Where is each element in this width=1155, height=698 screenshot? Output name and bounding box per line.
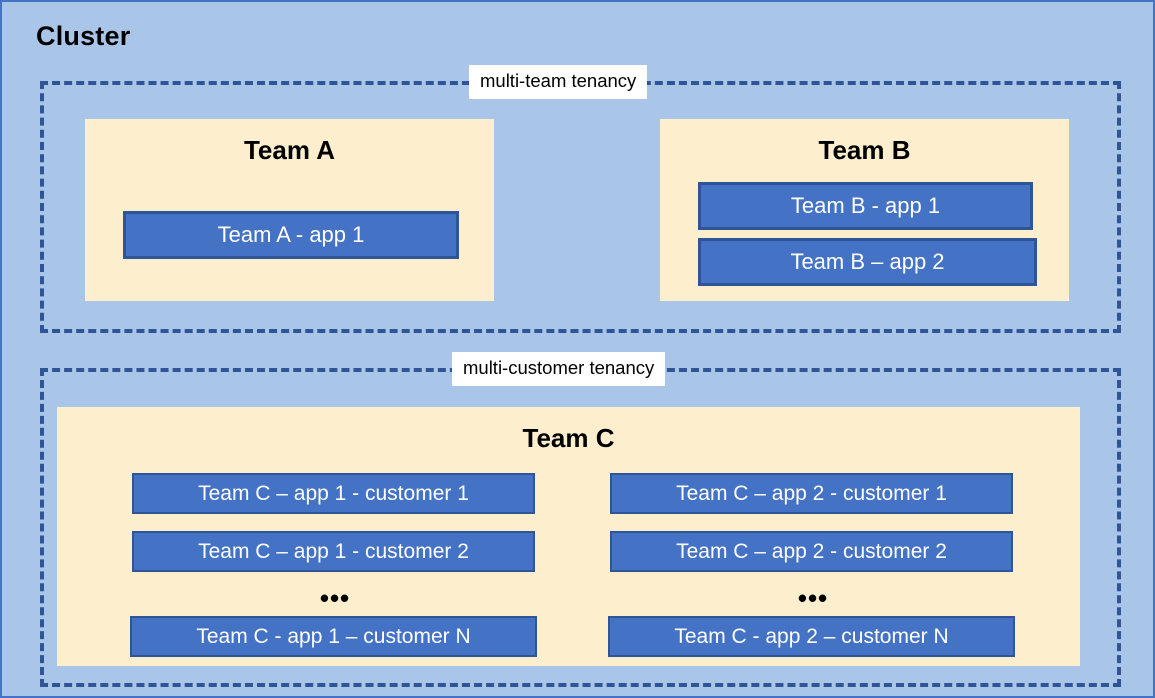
app-box-team-c-app-1-customer-n[interactable]: Team C - app 1 – customer N: [130, 616, 537, 657]
team-b-heading: Team B: [818, 135, 911, 165]
app-box-team-c-app-2-customer-n[interactable]: Team C - app 2 – customer N: [608, 616, 1015, 657]
app-box-team-c-app-1-customer-2[interactable]: Team C – app 1 - customer 2: [132, 531, 535, 572]
app-box-team-b-app-1[interactable]: Team B - app 1: [698, 182, 1033, 230]
app-box-team-b-app-2[interactable]: Team B – app 2: [698, 238, 1037, 286]
app-box-team-c-app-2-customer-2[interactable]: Team C – app 2 - customer 2: [610, 531, 1013, 572]
cluster-title: Cluster: [36, 21, 131, 51]
tenancy-zone-label-multi-customer: multi-customer tenancy: [452, 352, 666, 386]
tenancy-zone-label-multi-team: multi-team tenancy: [469, 65, 648, 99]
team-panel-team-a: Team A Team A - app 1: [85, 119, 494, 301]
team-a-heading: Team A: [243, 135, 336, 165]
app-box-team-a-app-1[interactable]: Team A - app 1: [123, 211, 459, 259]
app-box-team-c-app-1-customer-1[interactable]: Team C – app 1 - customer 1: [132, 473, 535, 514]
team-panel-team-b: Team B Team B - app 1 Team B – app 2: [660, 119, 1069, 301]
ellipsis-team-c-app-2: •••: [797, 583, 829, 613]
team-c-heading: Team C: [522, 423, 615, 453]
app-box-team-c-app-2-customer-1[interactable]: Team C – app 2 - customer 1: [610, 473, 1013, 514]
ellipsis-team-c-app-1: •••: [319, 583, 351, 613]
team-panel-team-c: Team C Team C – app 1 - customer 1 Team …: [57, 407, 1080, 666]
